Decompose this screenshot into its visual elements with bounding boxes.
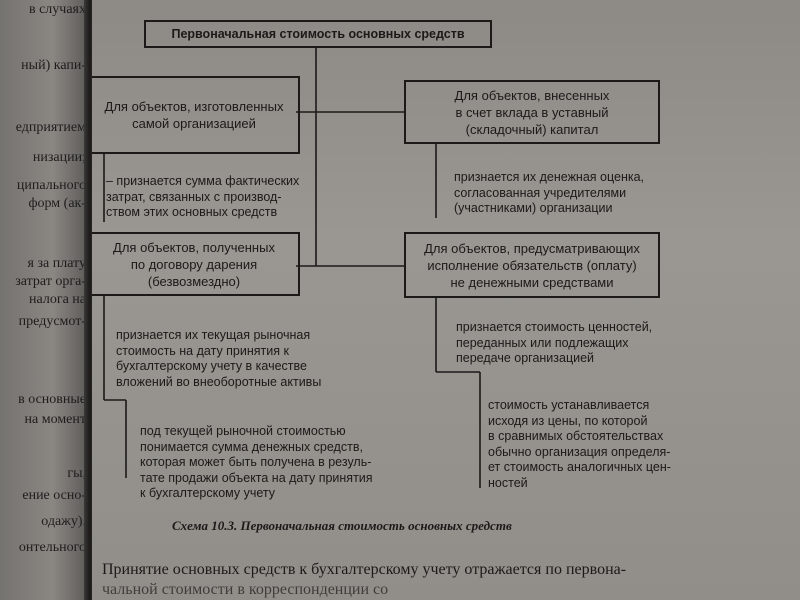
left-page-text-fragment: одажу). [41, 514, 86, 529]
self-made-label: Для объектов, изготовленных самой органи… [104, 99, 284, 131]
self-made-note: – признается сумма фактических затрат, с… [106, 174, 300, 219]
gift-note: признается их текущая рыночная стоимость… [116, 328, 322, 389]
left-page-text-fragment: форм (ак- [28, 196, 86, 211]
root-label: Первоначальная стоимость основных средст… [171, 26, 465, 41]
non-monetary-detail-note: стоимость устанавливается исходя из цены… [488, 398, 671, 490]
left-page-text-fragment: едприятием [15, 120, 86, 135]
contribution-label: Для объектов, внесенных в счет вклада в … [454, 87, 610, 137]
left-page-text-fragment: я за плату [27, 256, 86, 271]
book-page: Первоначальная стоимость основных средст… [92, 0, 800, 600]
root-box: Первоначальная стоимость основных средст… [144, 20, 492, 48]
left-page-text-fragment: онтельного [18, 540, 86, 555]
left-page-text-fragment: гы, [67, 466, 86, 481]
gift-detail-note: под текущей рыночной стоимостью понимает… [140, 424, 373, 500]
left-page-text-fragment: затрат орга- [15, 274, 86, 289]
gift-box: Для объектов, полученных по договору дар… [92, 232, 300, 296]
body-text-line-2: чальной стоимости в корреспонденции со [102, 581, 389, 598]
contribution-box: Для объектов, внесенных в счет вклада в … [404, 80, 660, 144]
left-page-text-fragment: в основные [18, 392, 86, 407]
gift-label: Для объектов, полученных по договору дар… [113, 239, 275, 289]
left-page-text-fragment: в случаях [28, 2, 86, 17]
body-text-line-1: Принятие основных средств к бухгалтерско… [102, 561, 627, 578]
diagram-connectors [103, 48, 481, 488]
left-book-page: в случаях ный) капи-едприятием низации; цип… [0, 0, 88, 600]
non-monetary-box: Для объектов, предусматривающих исполнен… [404, 232, 660, 298]
non-monetary-label: Для объектов, предусматривающих исполнен… [424, 240, 640, 290]
non-monetary-note: признается стоимость ценностей, переданн… [456, 320, 653, 365]
self-made-box: Для объектов, изготовленных самой органи… [92, 76, 300, 154]
left-page-text-fragment: предусмот- [18, 314, 86, 329]
contribution-note: признается их денежная оценка, согласова… [454, 170, 645, 215]
left-page-text-fragment: ный) капи- [21, 58, 86, 73]
figure-caption: Схема 10.3. Первоначальная стоимость осн… [172, 518, 512, 533]
left-page-text-fragment: ение осно- [22, 488, 86, 503]
left-page-text-fragment: на момент [24, 412, 86, 427]
body-text: Принятие основных средств к бухгалтерско… [102, 560, 800, 600]
left-page-text-fragment: ципального [16, 178, 86, 193]
left-page-text-fragment: низации; [32, 150, 86, 165]
left-page-text-fragment: налога на [29, 292, 86, 307]
